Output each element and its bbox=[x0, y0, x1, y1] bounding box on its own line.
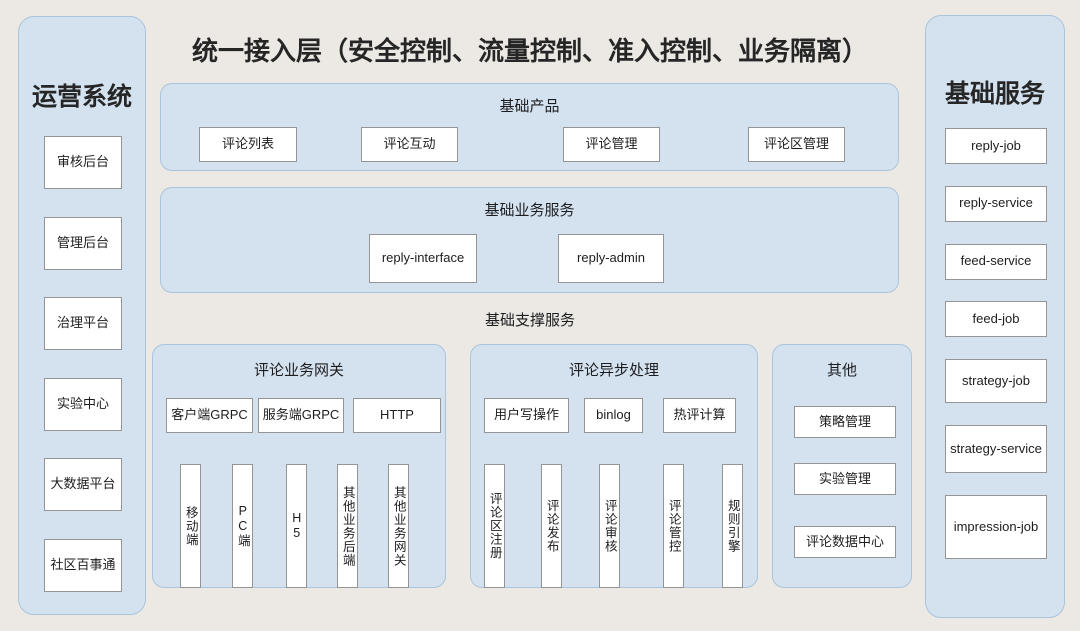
base-support-services-label: 基础支撑服务 bbox=[484, 312, 575, 329]
service-item: reply-service bbox=[945, 185, 1047, 222]
async-pipeline: 评论审核 bbox=[599, 464, 620, 588]
async-pipeline: 规则引擎 bbox=[722, 464, 743, 588]
other-item: 评论数据中心 bbox=[794, 526, 896, 558]
operations-item: 实验中心 bbox=[44, 377, 122, 431]
operations-item: 社区百事通 bbox=[44, 538, 122, 592]
gateway-client: 其他业务后端 bbox=[337, 464, 358, 588]
product-item: 评论区管理 bbox=[748, 127, 845, 162]
business-service-item: reply-admin bbox=[558, 234, 664, 283]
service-item: feed-job bbox=[945, 301, 1047, 338]
operations-item: 审核后台 bbox=[44, 136, 122, 189]
gateway-protocol: HTTP bbox=[353, 398, 441, 433]
async-input: 用户写操作 bbox=[484, 398, 569, 433]
product-item: 评论列表 bbox=[199, 127, 297, 162]
base-services-panel: 基础服务 reply-job reply-service feed-servic… bbox=[925, 15, 1065, 618]
other-item: 策略管理 bbox=[794, 406, 896, 438]
gateway-client: PC端 bbox=[232, 464, 253, 588]
product-item: 评论管理 bbox=[563, 127, 660, 162]
operations-panel: 运营系统 审核后台 管理后台 治理平台 实验中心 大数据平台 社区百事通 bbox=[18, 16, 146, 615]
comment-gateway-title: 评论业务网关 bbox=[253, 362, 344, 379]
business-service-item: reply-interface bbox=[369, 234, 477, 283]
other-section: 其他 策略管理 实验管理 评论数据中心 bbox=[772, 344, 912, 588]
comment-async-title: 评论异步处理 bbox=[568, 362, 659, 379]
gateway-client: 移动端 bbox=[180, 464, 201, 588]
operations-item: 治理平台 bbox=[44, 297, 122, 351]
other-item: 实验管理 bbox=[794, 463, 896, 495]
gateway-protocol: 客户端GRPC bbox=[166, 398, 253, 433]
service-item: reply-job bbox=[945, 128, 1047, 164]
service-item: strategy-service bbox=[945, 425, 1047, 474]
operations-item: 管理后台 bbox=[44, 216, 122, 270]
async-input: 热评计算 bbox=[663, 398, 736, 433]
base-services-item-list: reply-job reply-service feed-service fee… bbox=[945, 128, 1047, 559]
operations-panel-title: 运营系统 bbox=[31, 83, 132, 111]
service-item: impression-job bbox=[945, 494, 1047, 559]
base-services-panel-title: 基础服务 bbox=[944, 80, 1045, 108]
service-item: strategy-job bbox=[945, 359, 1047, 404]
base-business-services-section: 基础业务服务 reply-interface reply-admin bbox=[160, 187, 899, 293]
comment-async-section: 评论异步处理 用户写操作 binlog 热评计算 评论区注册 评论发布 评论审核… bbox=[470, 344, 758, 588]
comment-gateway-section: 评论业务网关 客户端GRPC 服务端GRPC HTTP 移动端 PC端 H5 其… bbox=[152, 344, 446, 588]
async-pipeline: 评论区注册 bbox=[484, 464, 505, 588]
async-pipeline: 评论发布 bbox=[541, 464, 562, 588]
unified-access-layer-title: 统一接入层（安全控制、流量控制、准入控制、业务隔离） bbox=[191, 36, 868, 66]
base-products-title: 基础产品 bbox=[499, 98, 560, 115]
product-item: 评论互动 bbox=[361, 127, 458, 162]
gateway-client: 其他业务网关 bbox=[388, 464, 409, 588]
operations-item-list: 审核后台 管理后台 治理平台 实验中心 大数据平台 社区百事通 bbox=[44, 136, 122, 592]
async-pipeline: 评论管控 bbox=[663, 464, 684, 588]
async-input: binlog bbox=[584, 398, 643, 433]
other-section-title: 其他 bbox=[826, 362, 857, 379]
base-products-section: 基础产品 评论列表 评论互动 评论管理 评论区管理 bbox=[160, 83, 899, 171]
operations-item: 大数据平台 bbox=[44, 458, 122, 512]
gateway-client: H5 bbox=[286, 464, 307, 588]
gateway-protocol: 服务端GRPC bbox=[258, 398, 344, 433]
base-business-services-title: 基础业务服务 bbox=[484, 202, 575, 219]
service-item: feed-service bbox=[945, 243, 1047, 280]
